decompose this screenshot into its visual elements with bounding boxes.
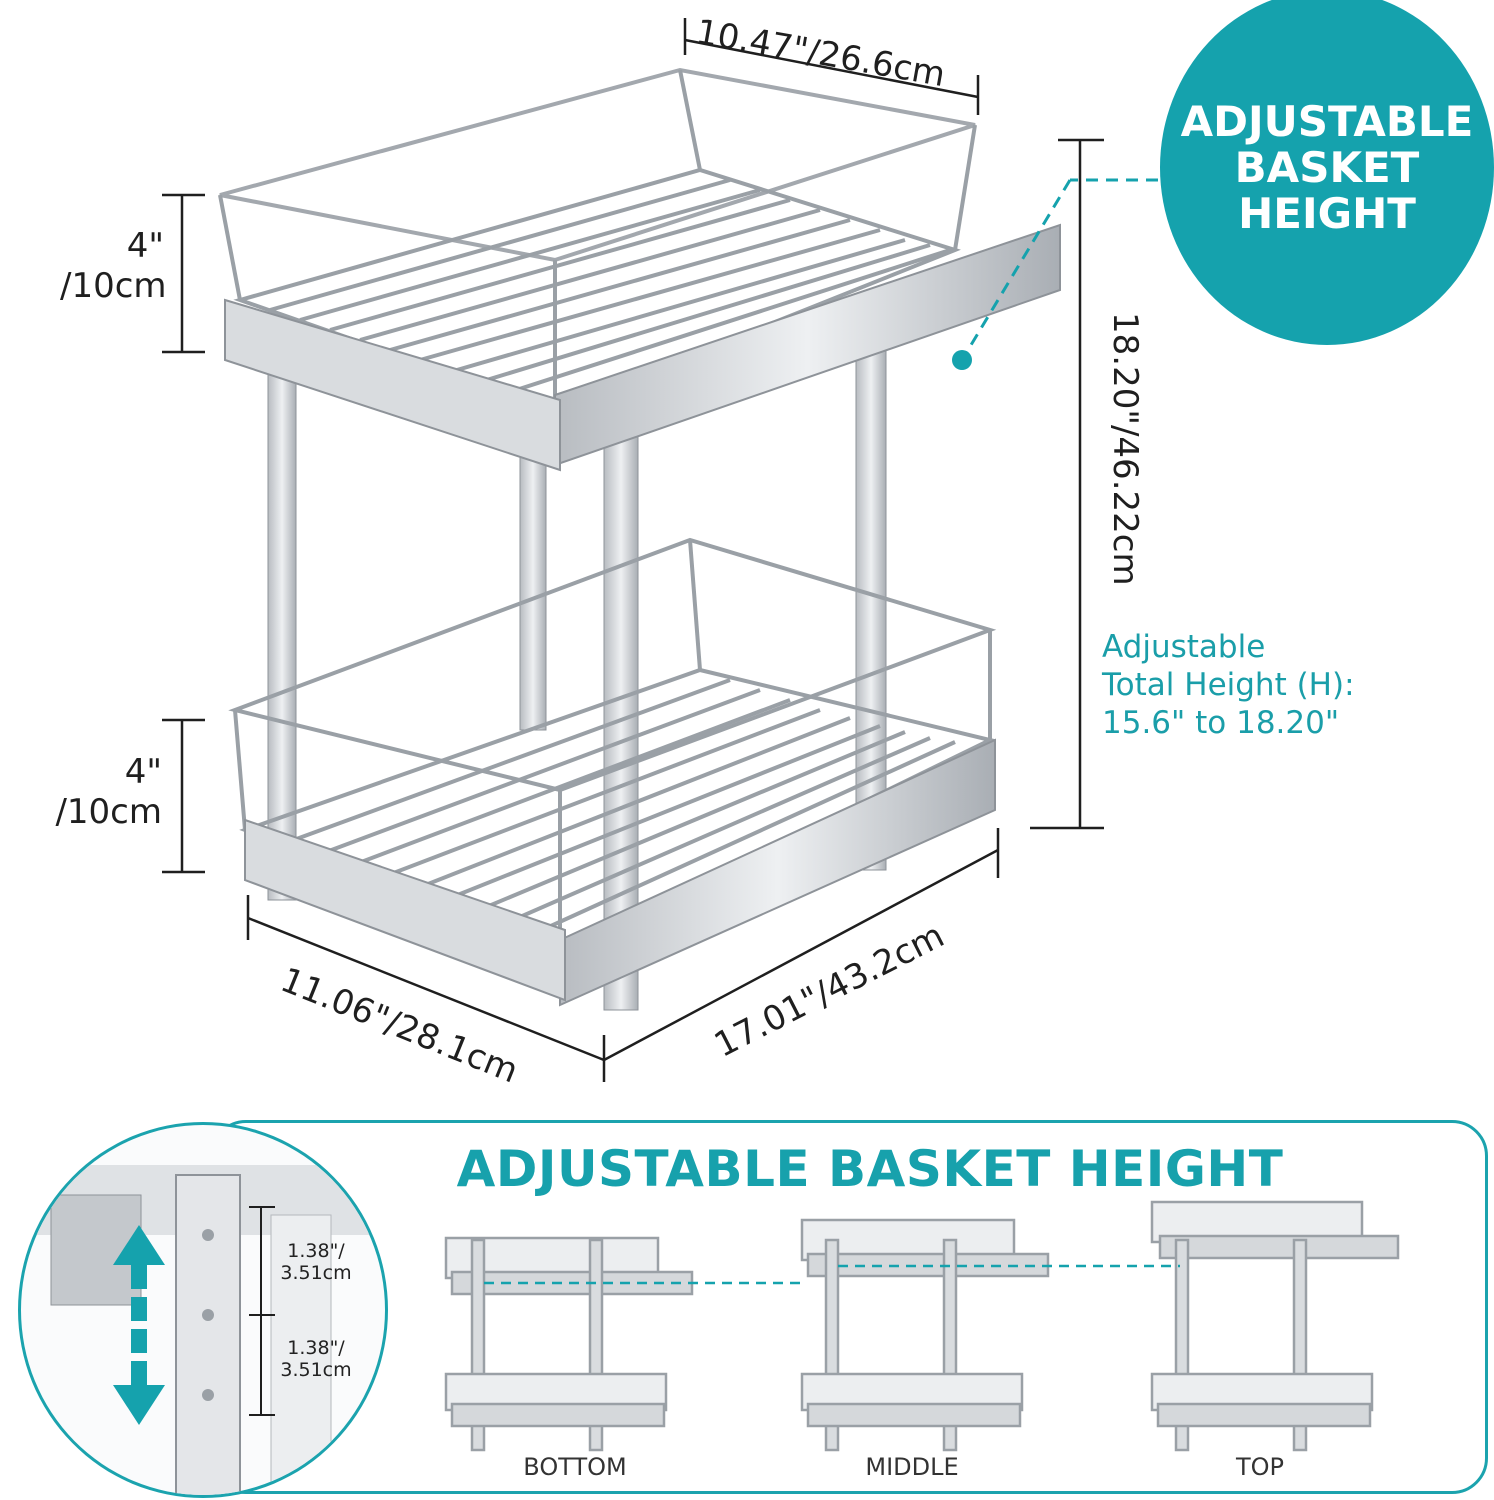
note-line2: Total Height (H):: [1102, 667, 1355, 703]
total-height-label: 18.20"/46.22cm: [1105, 312, 1145, 586]
height-detail-inset: [18, 1122, 388, 1498]
adjustable-height-badge: ADJUSTABLE BASKET HEIGHT: [1160, 0, 1494, 345]
position-label-bottom: BOTTOM: [523, 1453, 627, 1481]
note-line1: Adjustable: [1102, 629, 1266, 665]
upper-height-label: 4" /10cm: [60, 226, 167, 306]
inset-step1-line1: 1.38"/: [287, 1240, 345, 1262]
lower-height-line2: /10cm: [55, 792, 162, 832]
upper-height-line2: /10cm: [60, 266, 167, 306]
inset-step2-line1: 1.38"/: [287, 1337, 345, 1359]
adjustable-total-height-note: Adjustable Total Height (H): 15.6" to 18…: [1102, 628, 1482, 742]
organizer-illustration: [162, 18, 1158, 1082]
adjust-arrow-up: [113, 1225, 165, 1265]
inset-step1-label: 1.38"/ 3.51cm: [276, 1240, 356, 1284]
inset-step2-line2: 3.51cm: [280, 1359, 352, 1381]
dimension-lines: [162, 18, 1104, 1082]
upper-height-line1: 4": [126, 226, 164, 266]
inset-illustration: [21, 1165, 385, 1495]
badge-line1: ADJUSTABLE: [1180, 96, 1474, 146]
frame-upright-back-left: [267, 339, 297, 901]
frame-upright-back-right: [519, 429, 547, 731]
upper-side-rail: [224, 298, 561, 472]
lower-basket: [228, 537, 997, 953]
badge-line3: HEIGHT: [1238, 188, 1416, 238]
adjust-arrow-down: [113, 1385, 165, 1425]
inset-step1-line2: 3.51cm: [280, 1262, 352, 1284]
position-label-top: TOP: [1235, 1453, 1285, 1481]
lower-side-rail: [244, 818, 566, 1002]
position-label-middle: MIDDLE: [865, 1453, 959, 1481]
panel-title: ADJUSTABLE BASKET HEIGHT: [456, 1140, 1284, 1198]
upper-slide-rail: [554, 223, 1061, 467]
lower-height-line1: 4": [124, 752, 162, 792]
badge-pointer: [952, 178, 1158, 370]
lower-height-label: 4" /10cm: [46, 752, 162, 832]
upper-basket: [218, 67, 977, 413]
inset-step2-label: 1.38"/ 3.51cm: [276, 1337, 356, 1381]
badge-line2: BASKET: [1234, 142, 1420, 192]
note-line3: 15.6" to 18.20": [1102, 705, 1340, 741]
badge-text: ADJUSTABLE BASKET HEIGHT: [1167, 96, 1487, 238]
